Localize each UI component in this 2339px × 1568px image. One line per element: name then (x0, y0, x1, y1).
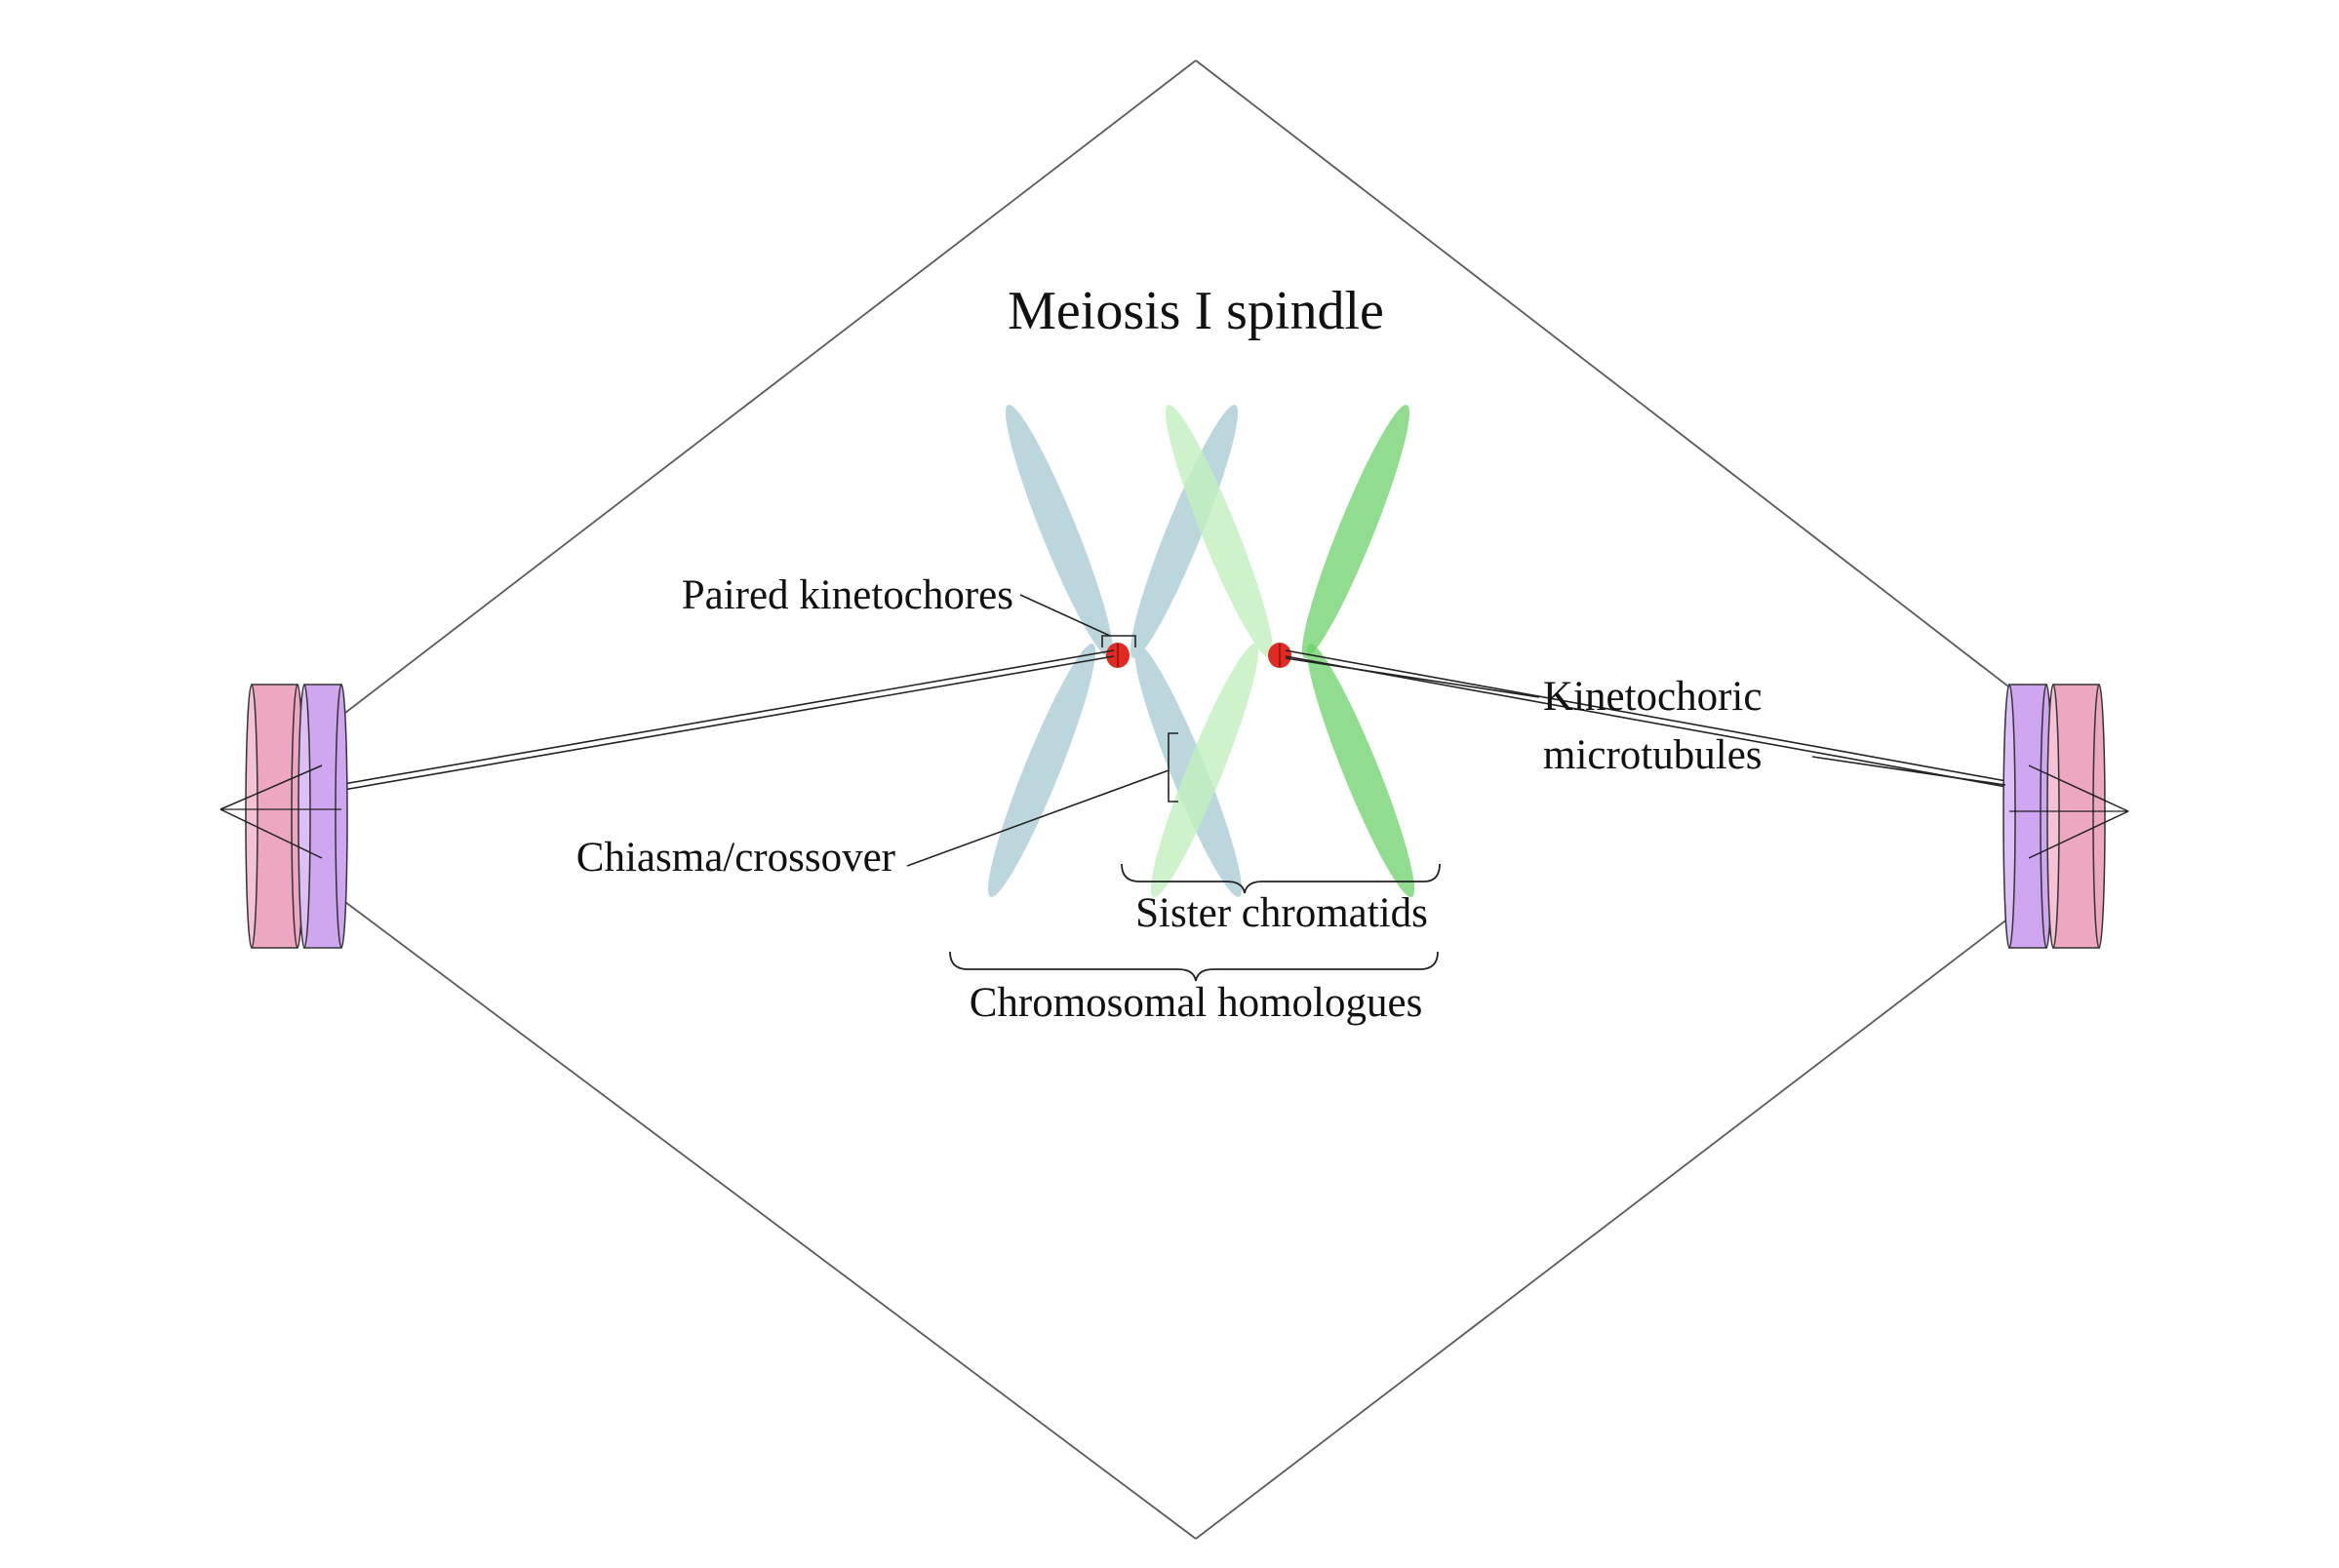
centrosome-left (219, 684, 348, 949)
blue-chromatid-upper-left (1005, 405, 1114, 658)
green-chromatid-upper-right (1301, 405, 1410, 658)
centrosome-right (2002, 684, 2129, 949)
spindle-outline (340, 59, 2022, 1540)
kinetochore-right (1268, 643, 1291, 668)
diagram-title: Meiosis I spindle (1008, 281, 1384, 341)
label-kinetochoric-line1: Kinetochoric (1543, 674, 1762, 720)
kinetochoric-microtubules (342, 649, 2018, 791)
homologues-brace (949, 951, 1439, 982)
chiasma-bracket (906, 732, 1178, 867)
kinetochoric-leader (1285, 657, 2006, 786)
green-chromatid-lower-left (1150, 644, 1259, 897)
label-kinetochoric-line2: microtubules (1543, 732, 1763, 778)
homologue-blue (987, 405, 1243, 897)
green-chromatid-lower-right (1306, 644, 1415, 897)
label-chiasma: Chiasma/crossover (576, 835, 895, 881)
label-sister-chromatids: Sister chromatids (1135, 890, 1428, 936)
sister-chromatids-brace (1121, 863, 1441, 894)
green-chromatid-upper-left (1165, 405, 1274, 658)
paired-kinetochores-bracket (1019, 594, 1136, 647)
label-paired-kinetochores: Paired kinetochores (682, 572, 1013, 618)
homologue-green (1150, 405, 1415, 897)
label-homologues: Chromosomal homologues (970, 980, 1423, 1026)
blue-chromatid-lower-left (987, 644, 1096, 897)
blue-chromatid-upper-right (1130, 405, 1239, 658)
kinetochore-left (1106, 643, 1130, 668)
